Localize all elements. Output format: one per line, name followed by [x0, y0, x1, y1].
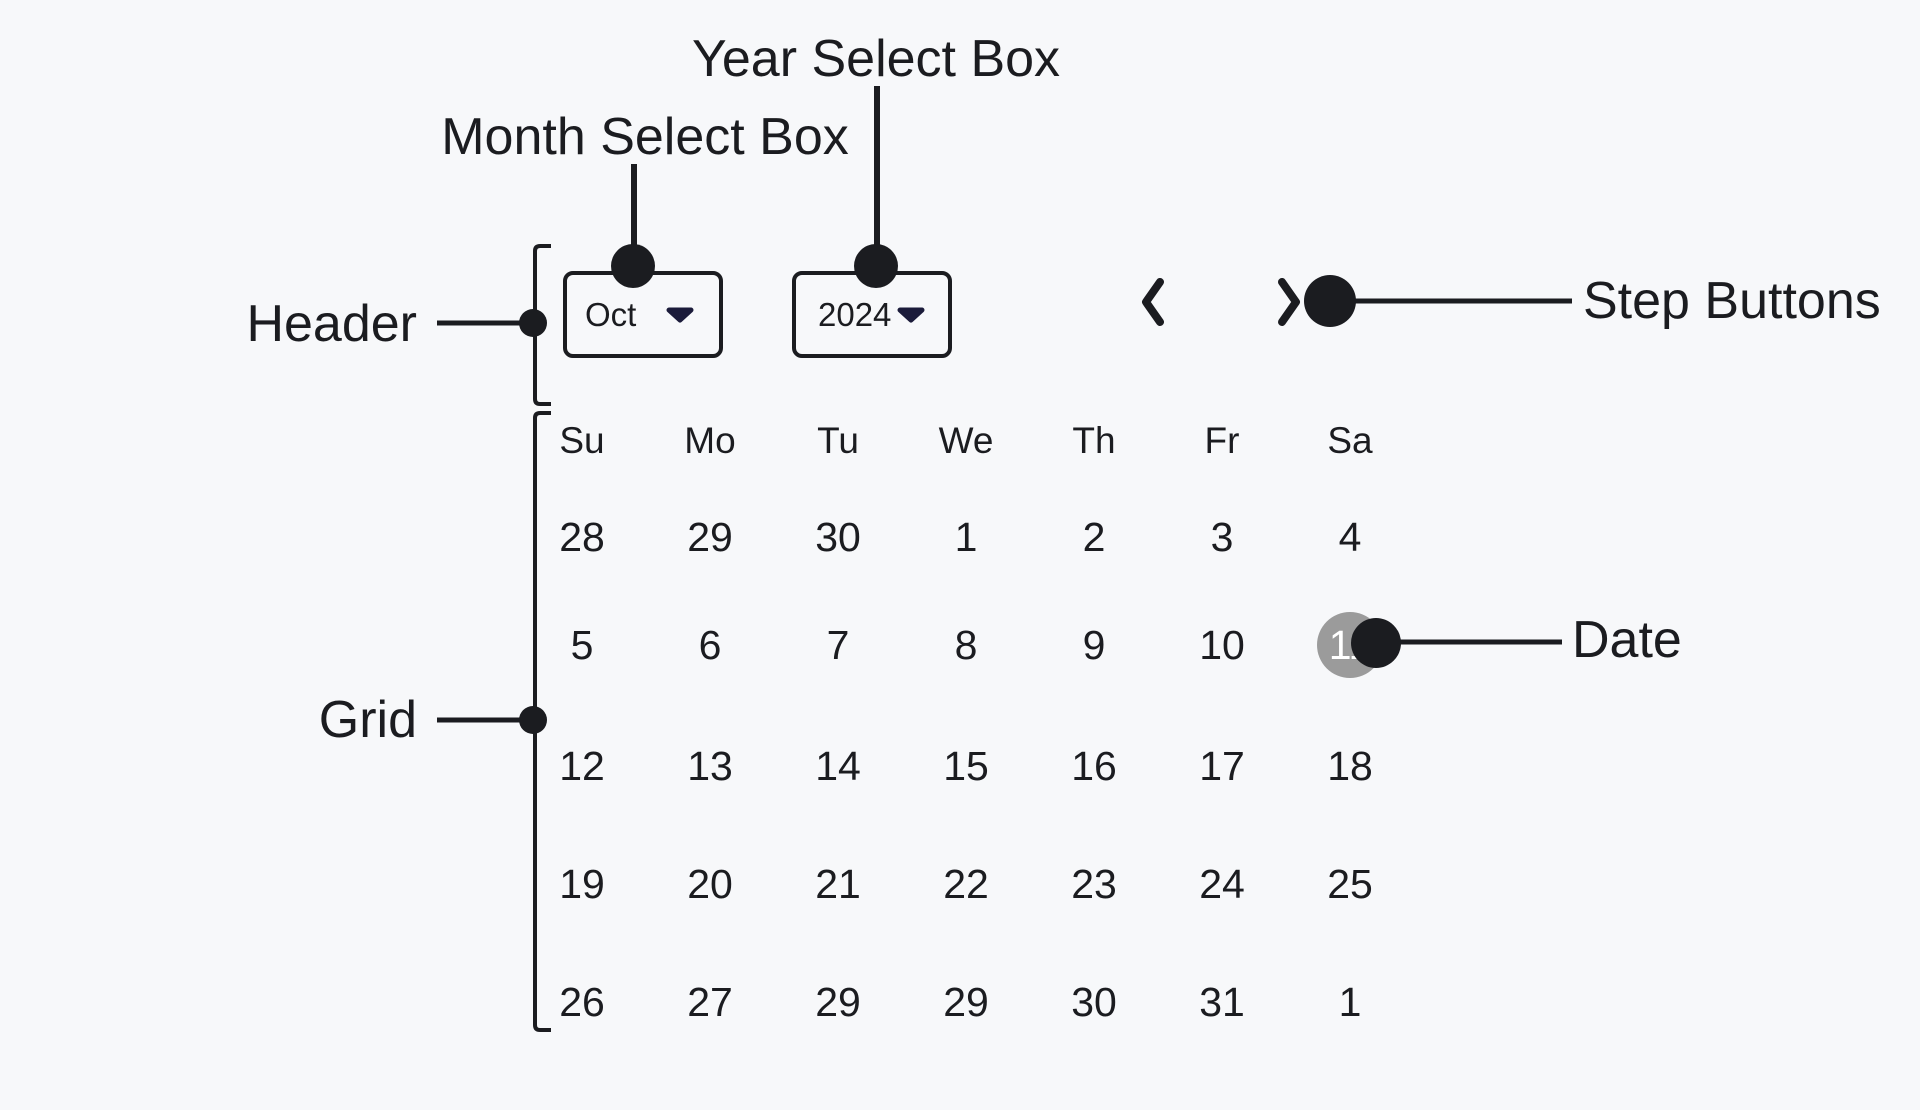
week-row: 26 27 29 29 30 31 1 — [518, 967, 1414, 1037]
day-cell[interactable]: 15 — [943, 742, 989, 789]
week-row: 19 20 21 22 23 24 25 — [518, 849, 1414, 919]
day-cell[interactable]: 19 — [559, 860, 605, 907]
chevron-right-icon — [1278, 278, 1300, 326]
weekday-label: Su — [559, 420, 605, 461]
grid-label-connector-dot — [519, 706, 547, 734]
weekday-label: Th — [1072, 420, 1116, 461]
caret-down-icon — [897, 307, 925, 323]
day-cell[interactable]: 29 — [687, 513, 733, 560]
header-label: Header — [246, 295, 417, 353]
chevron-left-icon — [1142, 278, 1164, 326]
caret-down-icon — [666, 307, 694, 323]
weekday-label: Tu — [817, 420, 859, 461]
year-select-box-label: Year Select Box — [691, 30, 1061, 88]
day-cell[interactable]: 30 — [1071, 978, 1117, 1025]
day-cell[interactable]: 22 — [943, 860, 989, 907]
weekday-label: Fr — [1204, 420, 1240, 461]
day-cell[interactable]: 1 — [1338, 978, 1362, 1025]
day-cell[interactable]: 26 — [559, 978, 605, 1025]
month-select-box-label: Month Select Box — [441, 108, 849, 166]
day-cell[interactable]: 1 — [954, 513, 978, 560]
selected-date-circle: 11 — [1317, 612, 1383, 678]
weekday-label: We — [938, 420, 994, 461]
day-cell[interactable]: 9 — [1082, 621, 1106, 668]
header-bracket — [533, 244, 551, 406]
day-cell[interactable]: 30 — [815, 513, 861, 560]
day-cell[interactable]: 18 — [1327, 742, 1373, 789]
next-month-button[interactable] — [1264, 275, 1314, 329]
month-select-box[interactable]: Oct — [563, 271, 723, 358]
selected-date-cell[interactable]: 11 — [1286, 610, 1414, 680]
year-select-value: 2024 — [818, 295, 892, 333]
day-cell[interactable]: 5 — [570, 621, 594, 668]
week-row: 5 6 7 8 9 10 11 — [518, 610, 1414, 680]
day-cell[interactable]: 27 — [687, 978, 733, 1025]
year-select-box[interactable]: 2024 — [792, 271, 952, 358]
day-cell[interactable]: 31 — [1199, 978, 1245, 1025]
day-cell[interactable]: 16 — [1071, 742, 1117, 789]
day-cell[interactable]: 7 — [826, 621, 850, 668]
weekday-label: Mo — [684, 420, 736, 461]
day-cell[interactable]: 29 — [943, 978, 989, 1025]
header-label-connector-dot — [519, 309, 547, 337]
day-cell[interactable]: 17 — [1199, 742, 1245, 789]
day-cell[interactable]: 6 — [698, 621, 722, 668]
day-cell[interactable]: 12 — [559, 742, 605, 789]
previous-month-button[interactable] — [1128, 275, 1178, 329]
day-cell[interactable]: 10 — [1199, 621, 1245, 668]
week-row: 28 29 30 1 2 3 4 — [518, 502, 1414, 572]
date-label: Date — [1572, 611, 1682, 669]
week-row: 12 13 14 15 16 17 18 — [518, 731, 1414, 801]
day-cell[interactable]: 13 — [687, 742, 733, 789]
day-cell[interactable]: 25 — [1327, 860, 1373, 907]
weekday-label: Sa — [1327, 420, 1373, 461]
day-cell[interactable]: 2 — [1082, 513, 1106, 560]
day-cell[interactable]: 28 — [559, 513, 605, 560]
day-cell[interactable]: 3 — [1210, 513, 1234, 560]
day-cell[interactable]: 8 — [954, 621, 978, 668]
day-cell[interactable]: 24 — [1199, 860, 1245, 907]
day-cell[interactable]: 20 — [687, 860, 733, 907]
weekday-header-row: Su Mo Tu We Th Fr Sa — [518, 406, 1414, 476]
day-cell[interactable]: 4 — [1338, 513, 1362, 560]
day-cell[interactable]: 14 — [815, 742, 861, 789]
day-cell[interactable]: 29 — [815, 978, 861, 1025]
step-buttons-label: Step Buttons — [1583, 272, 1881, 330]
day-cell[interactable]: 21 — [815, 860, 861, 907]
month-select-value: Oct — [585, 295, 637, 333]
day-cell[interactable]: 23 — [1071, 860, 1117, 907]
grid-label: Grid — [318, 691, 417, 749]
